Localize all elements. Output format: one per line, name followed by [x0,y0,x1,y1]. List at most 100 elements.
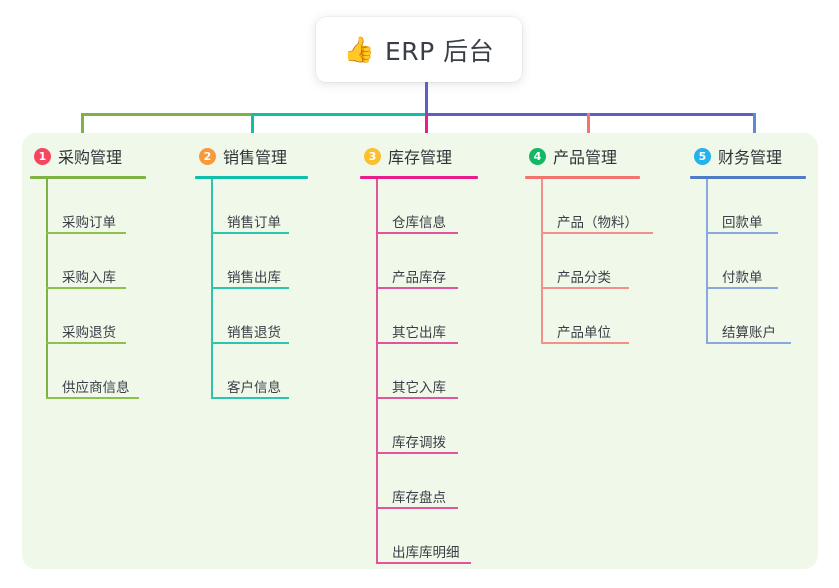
list-item-label: 销售退货 [227,325,281,341]
list-item[interactable]: 其它出库 [360,289,510,344]
list-item-label: 采购入库 [62,270,116,286]
connector-bus-segment-3 [425,113,756,116]
list-item-label: 回款单 [722,215,763,231]
column-items: 仓库信息 产品库存 其它出库 其它入库 库存调拨 库存盘点 出库库明细 [360,179,510,564]
column-header-rule [195,176,308,179]
list-item[interactable]: 采购订单 [30,179,180,234]
connector-drop-col1 [81,113,84,145]
connector-drop-col4 [587,113,590,145]
list-item-rule [376,287,458,289]
column-spine [46,179,48,399]
root-title-card[interactable]: 👍 ERP 后台 [316,17,522,82]
list-item-label: 库存调拨 [392,435,446,451]
list-item[interactable]: 回款单 [690,179,830,234]
column-badge: 4 [529,147,546,165]
list-item-rule [211,397,289,399]
list-item-label: 销售出库 [227,270,281,286]
list-item-rule [211,287,289,289]
list-item-rule [376,397,458,399]
column-title: 库存管理 [388,148,453,167]
list-item-rule [376,562,471,564]
column-items: 回款单 付款单 结算账户 [690,179,830,344]
list-item[interactable]: 供应商信息 [30,344,180,399]
list-item-rule [46,342,126,344]
list-item-label: 库存盘点 [392,490,446,506]
list-item-label: 其它入库 [392,380,446,396]
column-badge: 3 [364,147,381,165]
list-item[interactable]: 结算账户 [690,289,830,344]
column-spine [211,179,213,399]
column-title: 财务管理 [718,148,783,167]
column-header[interactable]: 2 销售管理 [195,144,345,168]
list-item[interactable]: 销售订单 [195,179,345,234]
column-finance: 5 财务管理 回款单 付款单 结算账户 [690,144,830,344]
list-item-rule [46,232,126,234]
list-item-rule [46,397,139,399]
list-item[interactable]: 付款单 [690,234,830,289]
list-item-rule [541,342,629,344]
list-item-label: 产品单位 [557,325,611,341]
connector-bus-segment-2 [251,113,427,116]
column-title: 采购管理 [58,148,123,167]
list-item[interactable]: 库存盘点 [360,454,510,509]
list-item-rule [376,452,458,454]
column-items: 产品（物料） 产品分类 产品单位 [525,179,685,344]
list-item[interactable]: 客户信息 [195,344,345,399]
thumbs-up-icon: 👍 [343,35,375,64]
list-item[interactable]: 产品（物料） [525,179,685,234]
list-item-label: 销售订单 [227,215,281,231]
column-header-rule [30,176,146,179]
list-item-rule [46,287,126,289]
list-item-rule [706,287,778,289]
column-header-rule [525,176,640,179]
column-items: 销售订单 销售出库 销售退货 客户信息 [195,179,345,399]
list-item[interactable]: 产品库存 [360,234,510,289]
column-product: 4 产品管理 产品（物料） 产品分类 产品单位 [525,144,685,344]
list-item[interactable]: 出库库明细 [360,509,510,564]
list-item[interactable]: 库存调拨 [360,399,510,454]
list-item-label: 产品分类 [557,270,611,286]
column-spine [541,179,543,344]
list-item-label: 出库库明细 [392,545,460,561]
connector-drop-col2 [251,113,254,145]
list-item-rule [541,232,653,234]
column-header[interactable]: 4 产品管理 [525,144,685,168]
column-spine [376,179,378,564]
list-item[interactable]: 销售退货 [195,289,345,344]
list-item[interactable]: 其它入库 [360,344,510,399]
column-items: 采购订单 采购入库 采购退货 供应商信息 [30,179,180,399]
list-item-rule [211,342,289,344]
page-title: ERP 后台 [384,36,495,66]
list-item-rule [211,232,289,234]
list-item-rule [376,507,458,509]
column-inventory: 3 库存管理 仓库信息 产品库存 其它出库 其它入库 库存调拨 库存盘点 [360,144,510,564]
column-spine [706,179,708,344]
connector-root-stem [425,82,428,115]
list-item[interactable]: 采购入库 [30,234,180,289]
column-badge: 1 [34,147,51,165]
column-header[interactable]: 3 库存管理 [360,144,510,168]
column-header[interactable]: 1 采购管理 [30,144,180,168]
list-item[interactable]: 产品单位 [525,289,685,344]
list-item[interactable]: 销售出库 [195,234,345,289]
connector-drop-col5 [753,113,756,145]
list-item-rule [706,342,791,344]
connector-bus-segment-1 [81,113,253,116]
column-purchasing: 1 采购管理 采购订单 采购入库 采购退货 供应商信息 [30,144,180,399]
list-item-label: 供应商信息 [62,380,130,396]
list-item-rule [376,342,458,344]
column-sales: 2 销售管理 销售订单 销售出库 销售退货 客户信息 [195,144,345,399]
list-item[interactable]: 产品分类 [525,234,685,289]
diagram-panel [22,133,818,569]
list-item-label: 结算账户 [722,325,776,341]
list-item[interactable]: 采购退货 [30,289,180,344]
list-item-rule [376,232,458,234]
column-badge: 2 [199,147,216,165]
column-header-rule [690,176,806,179]
column-title: 销售管理 [223,148,288,167]
list-item-rule [541,287,629,289]
column-header[interactable]: 5 财务管理 [690,144,830,168]
list-item-rule [706,232,778,234]
list-item[interactable]: 仓库信息 [360,179,510,234]
list-item-label: 其它出库 [392,325,446,341]
